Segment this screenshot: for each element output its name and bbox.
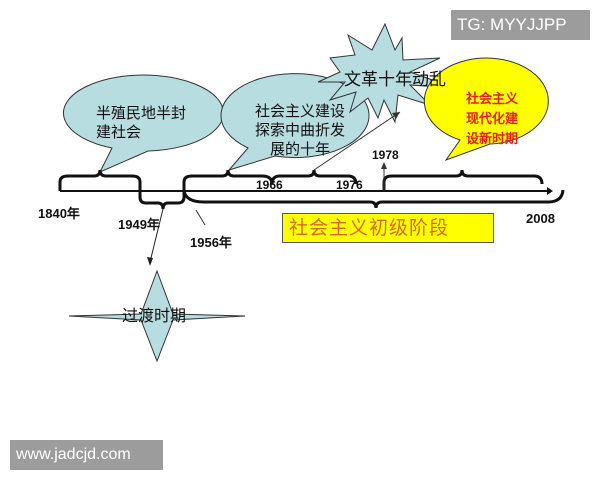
year-2008: 2008 xyxy=(526,211,555,226)
modernization-text: 社会主义 现代化建 设新时期 xyxy=(466,92,519,147)
pointer-1956 xyxy=(195,209,206,226)
semi-colonial-text: 半殖民地半封 建社会 xyxy=(96,104,187,141)
arrow-to-cultural-revolution xyxy=(313,111,401,171)
year-1949: 1949年 xyxy=(118,217,160,232)
year-1976: 1976 xyxy=(336,178,363,192)
timeline-arrowhead xyxy=(547,187,553,195)
semi-colonial-bubble xyxy=(63,74,224,174)
watermark-top-right: TG: MYYJJPP xyxy=(451,10,590,40)
brace-1840-1949 xyxy=(58,169,142,191)
year-1956: 1956年 xyxy=(190,235,232,250)
year-1966: 1966 xyxy=(256,178,283,192)
socialist-exploration-text: 社会主义建设 探索中曲折发 展的十年 xyxy=(254,102,345,158)
arrow-to-transition xyxy=(149,208,164,263)
brace-1978-2008 xyxy=(382,169,544,191)
brace-1956-1966 xyxy=(182,169,274,191)
year-1840: 1840年 xyxy=(38,206,80,221)
brace-primary-stage xyxy=(182,189,565,209)
watermark-bottom-left: www.jadcjd.com xyxy=(10,440,163,470)
transition-star xyxy=(68,269,246,363)
year-1978: 1978 xyxy=(372,148,399,162)
modernization-bubble xyxy=(423,57,549,162)
primary-stage-label: 社会主义初级阶段 xyxy=(282,213,494,243)
transition-text: 过渡时期 xyxy=(122,306,187,325)
cultural-revolution-text: 文革十年动乱 xyxy=(344,70,446,90)
brace-1949-1956 xyxy=(138,191,186,210)
